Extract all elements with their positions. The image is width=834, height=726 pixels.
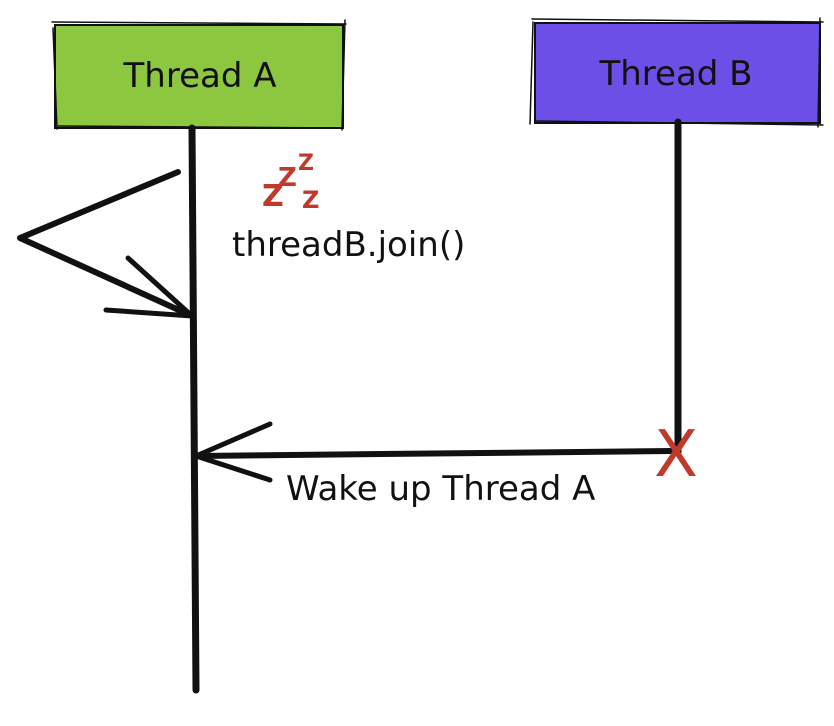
thread-a-lifeline bbox=[188, 124, 200, 694]
sleep-z-2: Z bbox=[278, 163, 297, 193]
sleep-z-1: Z bbox=[262, 179, 284, 214]
thread-b-terminate-icon: X bbox=[654, 418, 698, 492]
sleep-z-4: Z bbox=[302, 186, 319, 214]
sleep-icon: Z Z Z Z bbox=[262, 151, 319, 214]
thread-a-box: Thread A bbox=[51, 19, 347, 131]
join-call-arrow bbox=[17, 169, 195, 319]
wake-message-arrow bbox=[193, 421, 675, 483]
sleep-z-3: Z bbox=[298, 151, 314, 176]
thread-a-label: Thread A bbox=[123, 56, 277, 96]
wake-message-label: Wake up Thread A bbox=[286, 469, 595, 509]
thread-b-box: Thread B bbox=[529, 17, 824, 128]
join-call-label: threadB.join() bbox=[232, 225, 465, 265]
thread-b-label: Thread B bbox=[598, 54, 752, 94]
